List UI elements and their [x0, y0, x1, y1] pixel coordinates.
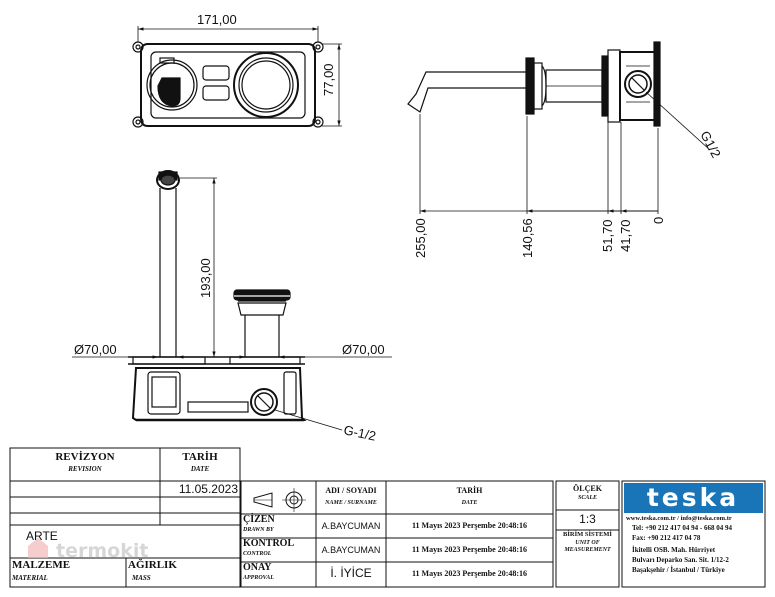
date-title: TARİH	[182, 451, 218, 463]
side-view	[407, 41, 711, 214]
scale-value: 1:3	[579, 512, 596, 526]
unit-label: BİRİM SİSTEMİ	[563, 531, 612, 538]
dim-side-41: 41,70	[618, 219, 633, 252]
dim-side-0: 0	[651, 217, 666, 224]
date-header-en: DATE	[461, 500, 478, 506]
scale-label: ÖLÇEK	[573, 484, 602, 493]
teska-logo	[624, 483, 763, 513]
dim-side-51: 51,70	[600, 219, 615, 252]
dim-diameter-left: Ø70,00	[74, 342, 117, 357]
dim-height-top: 77,00	[321, 63, 336, 96]
control-name: A.BAYCUMAN	[321, 545, 381, 555]
company-tel: Tel: +90 212 417 04 94 - 668 04 94	[632, 524, 732, 532]
dim-side-140: 140,56	[520, 218, 535, 258]
revision-title-en: REVISION	[68, 465, 102, 473]
dim-width-top: 171,00	[197, 12, 237, 27]
dim-diameter-right: Ø70,00	[342, 342, 385, 357]
company-address-3: Başakşehir / İstanbul / Türkiye	[632, 566, 725, 574]
material-label: MALZEME	[12, 559, 71, 571]
approval-date: 11 Mayıs 2023 Perşembe 20:48:16	[411, 569, 528, 578]
material-label-en: MATERIAL	[12, 574, 48, 582]
company-address-2: Bulvarı Deparko San. Sit. 1/12-2	[632, 556, 729, 564]
company-web: www.teska.com.tr / info@teska.com.tr	[626, 515, 732, 522]
material-value: ARTE	[26, 529, 58, 543]
company-fax: Fax: +90 212 417 04 78	[632, 534, 701, 542]
dim-side-255: 255,00	[413, 218, 428, 258]
approval-label-en: APPROVAL	[243, 575, 274, 581]
dim-height-front: 193,00	[198, 258, 213, 298]
name-header: ADI / SOYADI	[325, 486, 377, 495]
front-view	[72, 170, 392, 431]
teska-logo-text: teska	[647, 483, 739, 512]
svg-text:termokit: termokit	[56, 540, 148, 562]
drawn-by-date: 11 Mayıs 2023 Perşembe 20:48:16	[411, 521, 528, 530]
drawn-by-name: A.BAYCUMAN	[321, 521, 381, 531]
revision-title: REVİZYON	[55, 451, 115, 463]
date-title-en: DATE	[190, 465, 210, 473]
scale-label-en: SCALE	[577, 495, 597, 501]
date-header: TARİH	[456, 486, 483, 495]
thread-label-front: G-1/2	[342, 422, 377, 443]
control-label: KONTROL	[243, 538, 295, 549]
mass-label: AĞIRLIK	[128, 559, 177, 571]
thread-label-side: G1/2	[697, 128, 723, 160]
top-view	[132, 26, 342, 128]
company-address-1: İkitelli OSB. Mah. Hürriyet	[632, 546, 716, 554]
drawn-by-label-en: DRAWN BY	[243, 527, 274, 533]
approval-name: İ. İYİCE	[330, 566, 372, 580]
control-label-en: CONTROL	[243, 551, 272, 557]
revision-date-value: 11.05.2023	[178, 482, 238, 496]
mass-label-en: MASS	[132, 574, 151, 582]
approval-label: ONAY	[243, 562, 272, 573]
drawn-by-label: ÇİZEN	[243, 514, 275, 525]
unit-label-en: UNIT OF MEASUREMENT	[564, 540, 611, 553]
name-header-en: NAME / SURNAME	[325, 500, 377, 506]
title-block-grid	[9, 447, 766, 588]
termokit-watermark: termokit	[28, 538, 148, 562]
control-date: 11 Mayıs 2023 Perşembe 20:48:16	[411, 545, 528, 554]
